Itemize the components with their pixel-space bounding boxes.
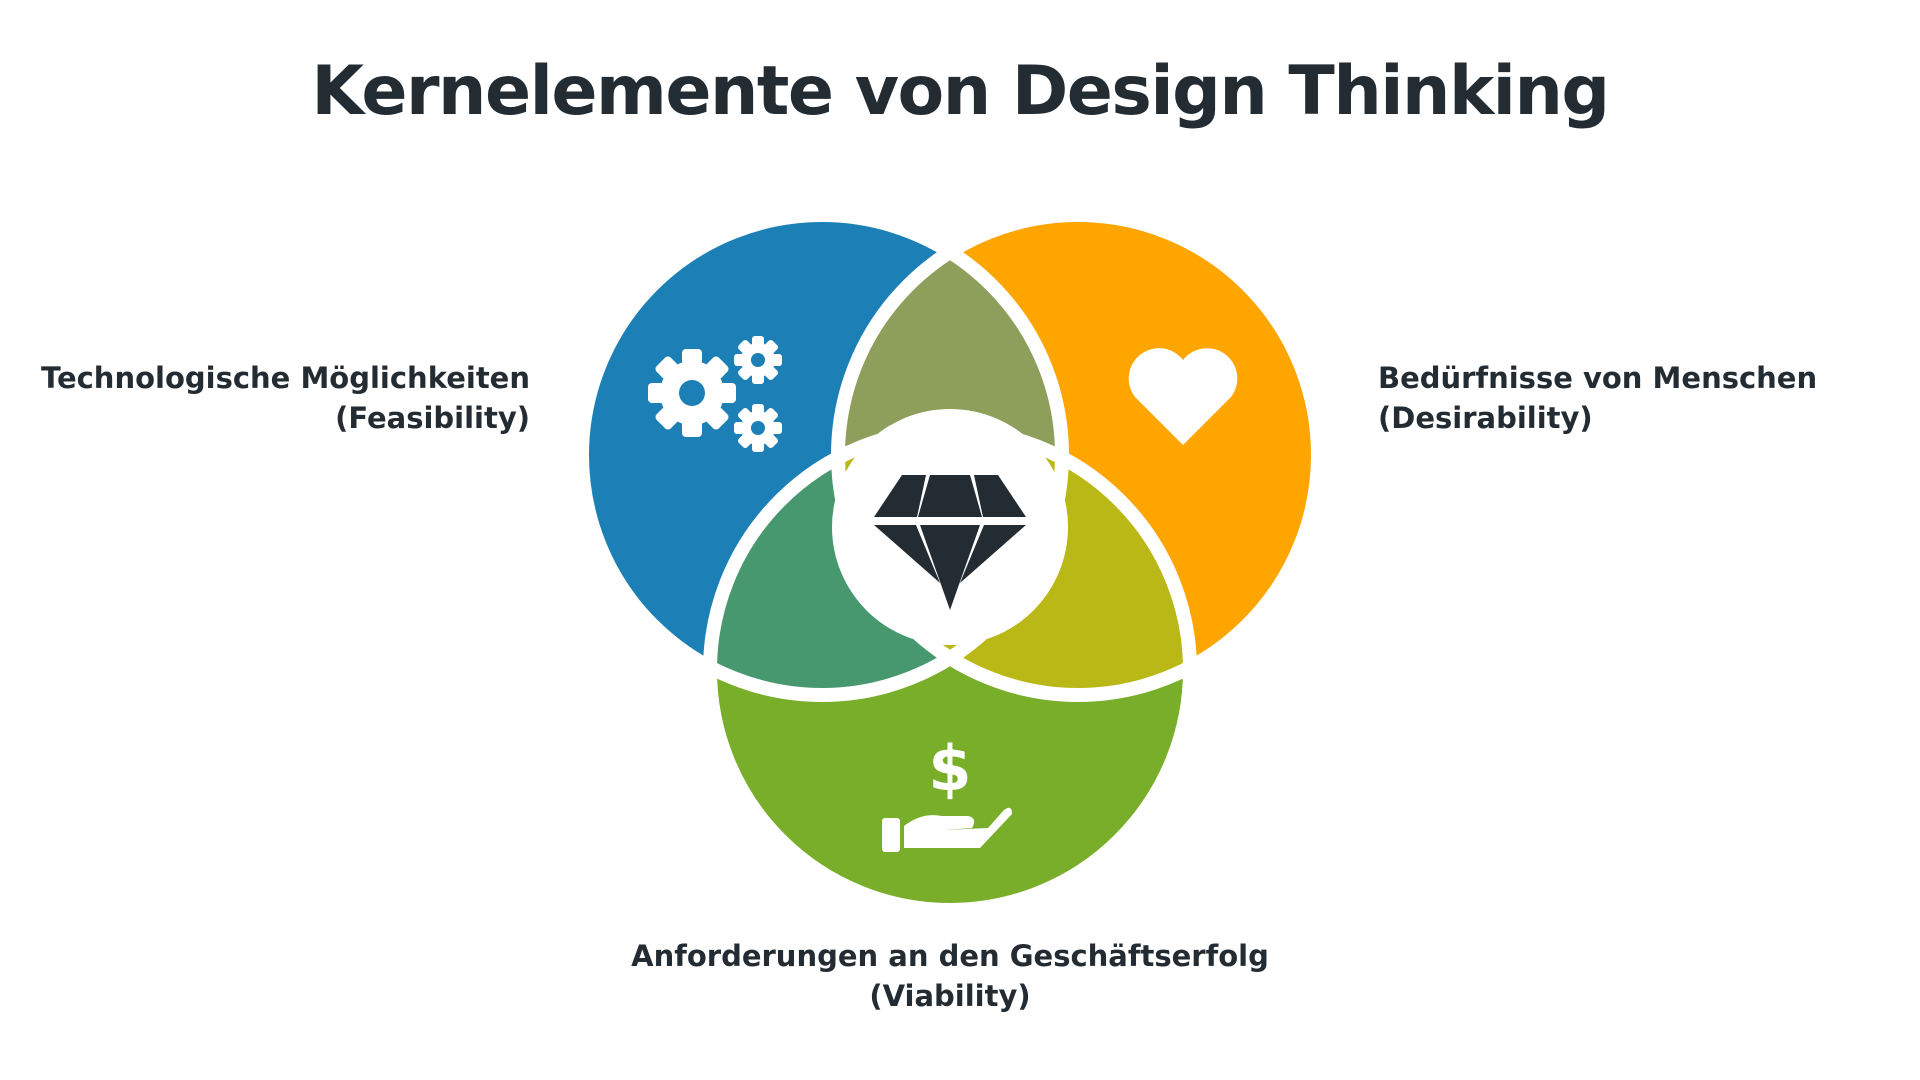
gears-icon xyxy=(648,336,782,452)
money-hand-icon: $ xyxy=(882,732,1012,852)
label-business-line2: (Viability) xyxy=(869,979,1031,1013)
page-title: Kernelemente von Design Thinking xyxy=(311,52,1610,131)
heart-icon xyxy=(1128,348,1238,445)
label-technology-line1: Technologische Möglichkeiten xyxy=(41,361,530,395)
label-people: Bedürfnisse von Menschen (Desirability) xyxy=(1378,358,1817,438)
label-people-line1: Bedürfnisse von Menschen xyxy=(1378,361,1818,395)
svg-text:$: $ xyxy=(928,732,971,805)
label-technology: Technologische Möglichkeiten (Feasibilit… xyxy=(41,358,530,438)
label-technology-line2: (Feasibility) xyxy=(335,401,530,435)
diamond-icon xyxy=(874,475,1026,610)
label-people-line2: (Desirability) xyxy=(1378,401,1593,435)
label-business-line1: Anforderungen an den Geschäftserfolg xyxy=(631,939,1269,973)
label-business: Anforderungen an den Geschäftserfolg (Vi… xyxy=(0,936,1900,1016)
